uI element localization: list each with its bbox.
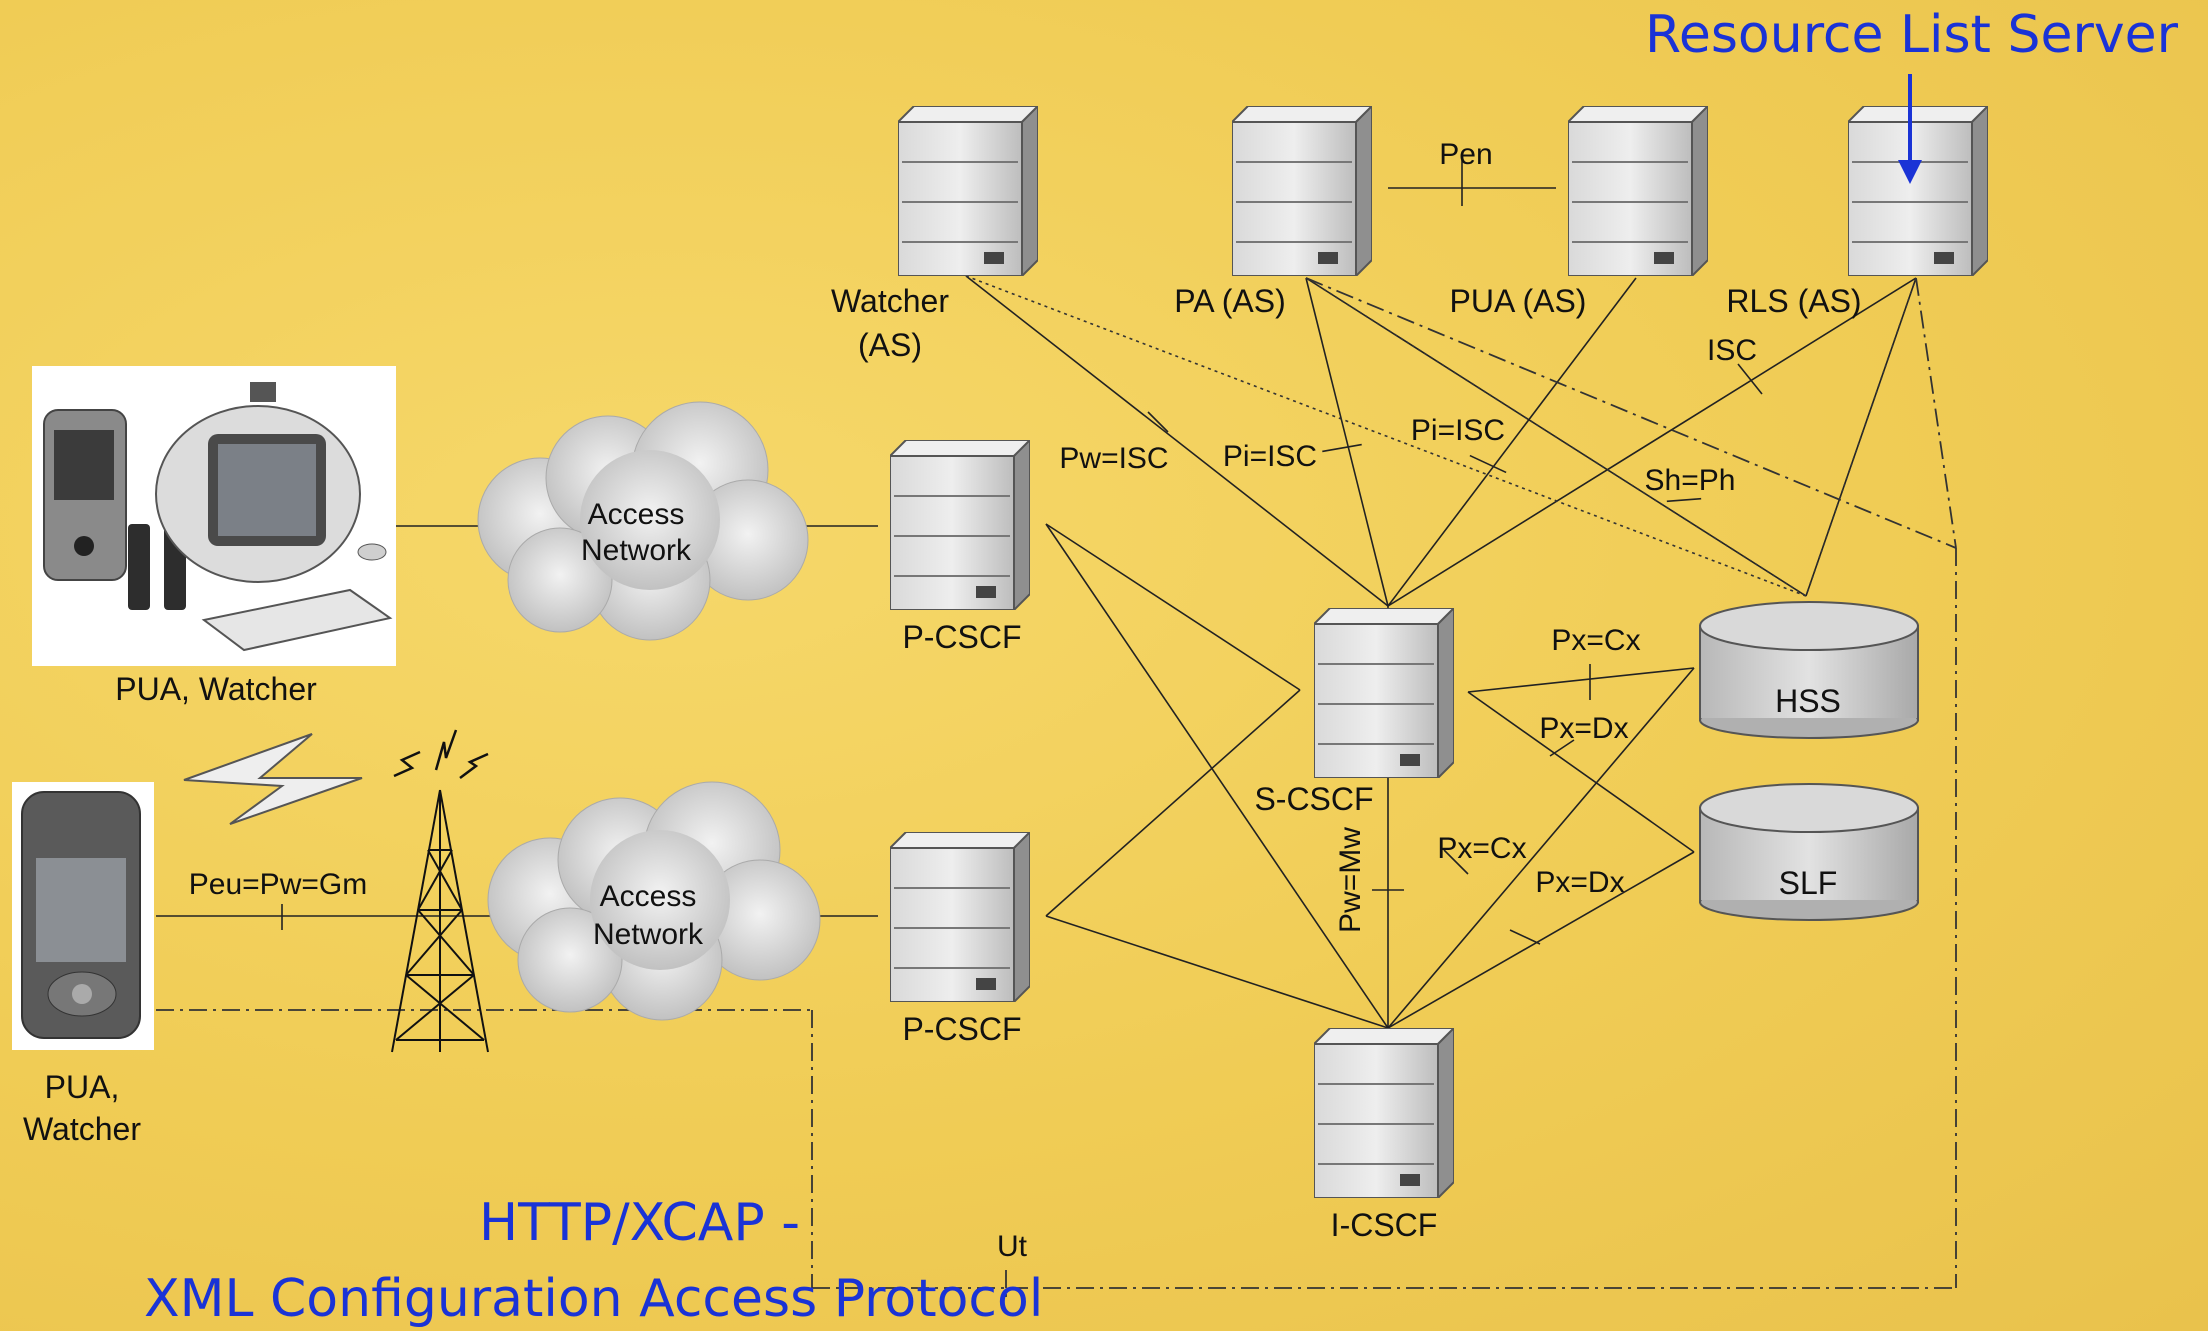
pw-isc-interface-label: Pw=ISC bbox=[1059, 442, 1168, 475]
dotted-lines bbox=[965, 275, 1917, 597]
pw-mw-interface-label: Pw=Mw bbox=[1334, 827, 1367, 933]
isc-interface-label: ISC bbox=[1707, 334, 1757, 367]
pi-isc-2-interface-label: Pi=ISC bbox=[1411, 414, 1505, 447]
phone-client-label-line1: PUA, bbox=[45, 1069, 120, 1105]
pi-isc-1-interface-label: Pi=ISC bbox=[1223, 440, 1317, 473]
watcher-as-label-line2: (AS) bbox=[858, 327, 922, 363]
access-network-cloud-2-icon bbox=[487, 781, 821, 1021]
rls-as-label: RLS (AS) bbox=[1726, 283, 1861, 319]
pc-client-image bbox=[32, 366, 396, 666]
pua-as-server-icon bbox=[1568, 106, 1708, 276]
pa-as-label: PA (AS) bbox=[1174, 283, 1285, 319]
access-network-2-label-line2: Network bbox=[593, 918, 704, 951]
antenna-tower-icon bbox=[391, 729, 489, 1053]
p-cscf-2-label: P-CSCF bbox=[902, 1011, 1021, 1047]
slf-label: SLF bbox=[1779, 865, 1838, 901]
pc-client-label: PUA, Watcher bbox=[115, 671, 317, 707]
p-cscf-2-server-icon bbox=[890, 832, 1030, 1002]
watcher-as-label-line1: Watcher bbox=[831, 283, 949, 319]
wireless-signal-icon bbox=[183, 733, 363, 825]
px-dx-2-interface-label: Px=Dx bbox=[1535, 866, 1624, 899]
s-cscf-server-icon bbox=[1314, 608, 1454, 778]
access-network-cloud-1-icon bbox=[477, 401, 809, 641]
i-cscf-server-icon bbox=[1314, 1028, 1454, 1198]
access-network-1-label-line2: Network bbox=[581, 534, 692, 567]
phone-client-image bbox=[12, 782, 154, 1050]
xcap-caption-line1: HTTP/XCAP - bbox=[479, 1193, 800, 1253]
pen-interface-label: Pen bbox=[1439, 138, 1492, 171]
rls-arrow bbox=[1898, 74, 1922, 184]
px-cx-2-interface-label: Px=Cx bbox=[1437, 832, 1526, 865]
hss-label: HSS bbox=[1775, 683, 1841, 719]
xcap-caption-line2: XML Configuration Access Protocol bbox=[144, 1269, 1043, 1329]
resource-list-server-title: Resource List Server bbox=[1645, 5, 2179, 65]
pua-as-label: PUA (AS) bbox=[1450, 283, 1587, 319]
access-network-2-label-line1: Access bbox=[600, 880, 697, 913]
peu-interface-label: Peu=Pw=Gm bbox=[189, 868, 367, 901]
hss-database-icon bbox=[1699, 601, 1919, 739]
watcher-as-server-icon bbox=[898, 106, 1038, 276]
s-cscf-label: S-CSCF bbox=[1254, 781, 1373, 817]
px-dx-1-interface-label: Px=Dx bbox=[1539, 712, 1628, 745]
sh-ph-interface-label: Sh=Ph bbox=[1645, 464, 1736, 497]
p-cscf-1-server-icon bbox=[890, 440, 1030, 610]
p-cscf-1-label: P-CSCF bbox=[902, 619, 1021, 655]
pa-as-server-icon bbox=[1232, 106, 1372, 276]
dash-dot-lines bbox=[156, 277, 1957, 1300]
i-cscf-label: I-CSCF bbox=[1331, 1207, 1438, 1243]
access-network-1-label-line1: Access bbox=[588, 498, 685, 531]
phone-client-label-line2: Watcher bbox=[23, 1111, 141, 1147]
ut-interface-label: Ut bbox=[997, 1230, 1028, 1263]
px-cx-1-interface-label: Px=Cx bbox=[1551, 624, 1640, 657]
slf-database-icon bbox=[1699, 783, 1919, 921]
rls-as-server-icon bbox=[1848, 106, 1988, 276]
